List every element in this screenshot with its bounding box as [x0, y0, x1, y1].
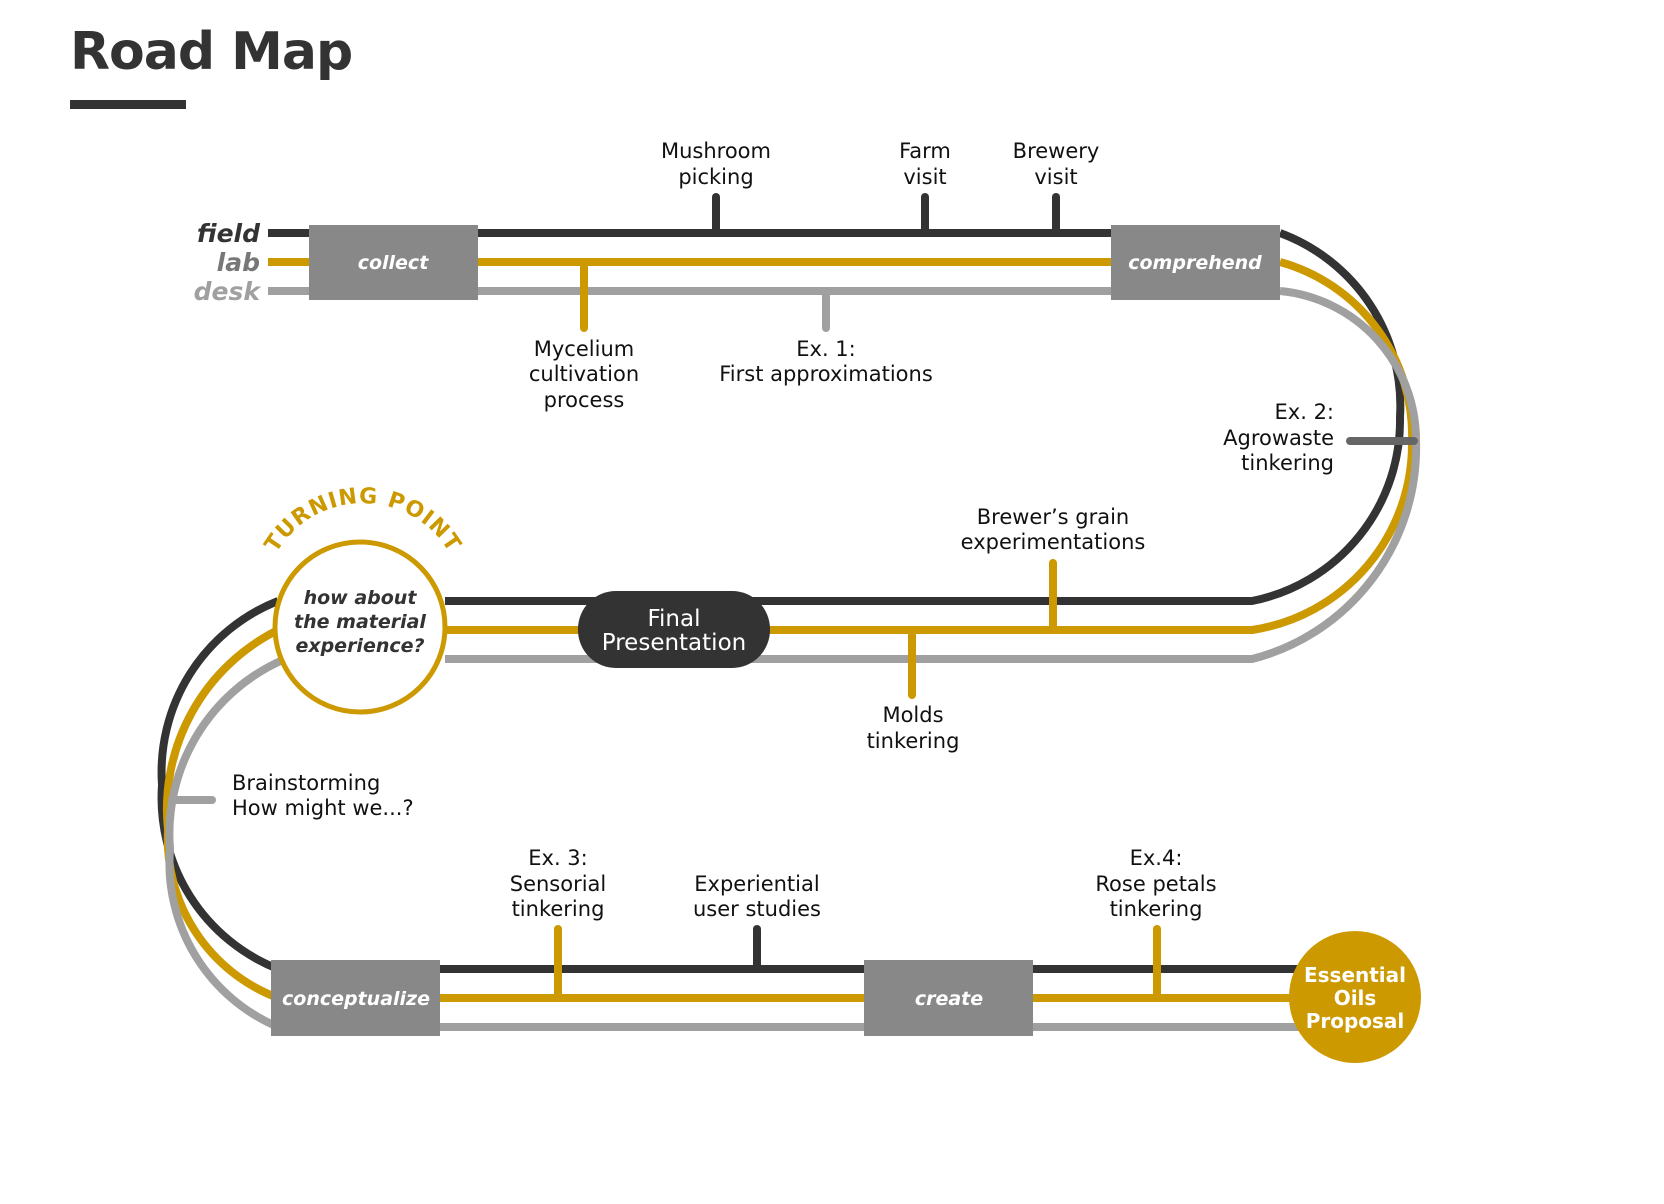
milestone-label: Ex. 3: — [528, 846, 587, 870]
milestone-mushroom: Mushroom picking — [661, 139, 771, 189]
milestone-mycelium: Mycelium cultivation process — [529, 337, 639, 412]
final-presentation-node[interactable]: Final Presentation — [578, 591, 770, 668]
milestone-stubs — [168, 193, 1418, 1002]
milestone-label: Experiential — [694, 872, 819, 896]
milestone-label: Mushroom — [661, 139, 771, 163]
stage-comprehend[interactable]: comprehend — [1111, 225, 1280, 300]
milestone-label: Ex. 2: — [1275, 400, 1334, 424]
desk-line-left-curve — [165, 655, 1300, 1031]
stage-conceptualize[interactable]: conceptualize — [271, 960, 440, 1036]
milestone-ex3: Ex. 3: Sensorial tinkering — [510, 846, 607, 921]
milestone-ex4: Ex.4: Rose petals tinkering — [1095, 846, 1216, 921]
milestone-brewers-grain: Brewer’s grain experimentations — [961, 505, 1146, 554]
turning-point-question-line-1: how about — [304, 587, 418, 609]
milestone-label: Ex. 1: — [796, 337, 855, 361]
milestone-ex1: Ex. 1: First approximations — [719, 337, 933, 386]
turning-point-question-line-3: experience? — [295, 635, 424, 657]
lane-label-desk: desk — [194, 277, 262, 306]
milestone-label: Ex.4: — [1130, 846, 1183, 870]
final-presentation-line-2: Presentation — [602, 630, 746, 656]
milestone-label: Brewery — [1013, 139, 1100, 163]
stage-label-conceptualize: conceptualize — [282, 988, 430, 1010]
milestone-label: First approximations — [719, 362, 933, 386]
turning-point[interactable]: TURNING POINT how about the material exp… — [260, 484, 466, 715]
milestone-label: tinkering — [512, 897, 605, 921]
milestone-label: tinkering — [867, 729, 960, 753]
milestone-brainstorming: Brainstorming How might we...? — [232, 771, 414, 820]
stage-label-comprehend: comprehend — [1128, 252, 1262, 274]
milestone-label: Rose petals — [1095, 872, 1216, 896]
field-line-right-curve — [445, 229, 1405, 605]
stage-create[interactable]: create — [864, 960, 1033, 1036]
milestone-ex2: Ex. 2: Agrowaste tinkering — [1223, 400, 1334, 475]
stage-label-create: create — [915, 988, 983, 1010]
milestone-brewery: Brewery visit — [1013, 139, 1100, 189]
end-node-line-3: Proposal — [1306, 1009, 1405, 1033]
milestone-label: picking — [678, 165, 753, 189]
title-underline — [70, 100, 186, 109]
milestone-label: visit — [1034, 165, 1077, 189]
milestone-label: process — [544, 388, 625, 412]
stage-collect[interactable]: collect — [309, 225, 478, 300]
desk-line-right-curve — [445, 287, 1421, 663]
milestone-label: Sensorial — [510, 872, 607, 896]
milestone-label: Agrowaste — [1223, 426, 1334, 450]
milestone-farm: Farm visit — [899, 139, 951, 189]
milestone-label: Brainstorming — [232, 771, 380, 795]
milestone-label: Brewer’s grain — [977, 505, 1130, 529]
lab-line-right-curve — [445, 258, 1417, 634]
final-presentation-line-1: Final — [647, 606, 700, 632]
milestone-labels: Mushroom picking Farm visit Brewery visi… — [232, 139, 1334, 921]
milestone-experiential: Experiential user studies — [693, 872, 821, 921]
page-title: Road Map — [70, 22, 353, 82]
stage-label-collect: collect — [358, 252, 429, 274]
lane-legend: field lab desk — [194, 219, 262, 306]
milestone-label: tinkering — [1241, 451, 1334, 475]
lane-label-field: field — [197, 219, 261, 248]
end-node-line-2: Oils — [1334, 986, 1377, 1010]
milestone-molds: Molds tinkering — [867, 703, 960, 753]
milestone-label: How might we...? — [232, 796, 414, 820]
milestone-label: cultivation — [529, 362, 639, 386]
end-node-essential-oils[interactable]: Essential Oils Proposal — [1289, 931, 1421, 1063]
end-node-line-1: Essential — [1304, 963, 1406, 987]
lane-label-lab: lab — [217, 248, 260, 277]
milestone-label: Mycelium — [534, 337, 634, 361]
turning-point-question-line-2: the material — [294, 611, 426, 633]
milestone-label: tinkering — [1110, 897, 1203, 921]
milestone-label: user studies — [693, 897, 821, 921]
milestone-label: Molds — [882, 703, 943, 727]
field-line-left-curve — [157, 597, 1300, 973]
milestone-label: Farm — [899, 139, 951, 163]
milestone-label: experimentations — [961, 530, 1146, 554]
milestone-label: visit — [903, 165, 946, 189]
